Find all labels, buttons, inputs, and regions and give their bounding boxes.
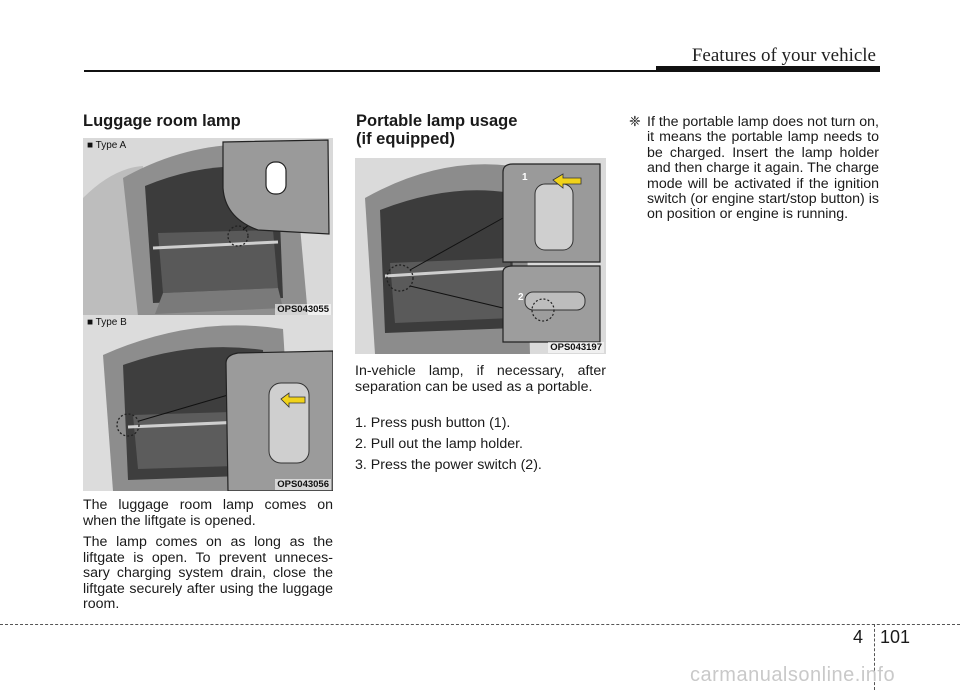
- portable-lamp-figure: 1 2 OPS043197: [355, 158, 606, 354]
- callout-1: 1: [522, 172, 528, 183]
- luggage-lamp-paragraph-2: The lamp comes on as long as the liftgat…: [83, 534, 333, 613]
- type-b-label: ■ Type B: [87, 317, 127, 328]
- figure-code: OPS043056: [275, 479, 331, 490]
- header-rule: [84, 70, 880, 72]
- note-text: If the portable lamp does not turn on, i…: [647, 114, 879, 223]
- type-b-figure: ■ Type B OPS043056: [83, 315, 333, 491]
- figure-code: OPS043197: [548, 342, 604, 353]
- section-title: Features of your vehicle: [691, 45, 876, 66]
- portable-lamp-step-3: 3. Press the power switch (2).: [355, 457, 542, 473]
- portable-lamp-heading: Portable lamp usage (if equipped): [356, 112, 517, 148]
- portable-lamp-heading-line1: Portable lamp usage: [356, 112, 518, 130]
- portable-lamp-paragraph: In-vehicle lamp, if necessary, after sep…: [355, 363, 606, 395]
- note-symbol: ❈: [629, 114, 641, 130]
- luggage-lamp-heading: Luggage room lamp: [83, 112, 241, 130]
- portable-lamp-heading-line2: (if equipped): [356, 130, 455, 148]
- callout-2: 2: [518, 292, 524, 303]
- chapter-number: 4: [853, 627, 864, 647]
- portable-lamp-step-2: 2. Pull out the lamp holder.: [355, 436, 523, 452]
- page-number: 101: [880, 627, 911, 647]
- header-rule-accent: [656, 66, 880, 71]
- type-a-label: ■ Type A: [87, 140, 127, 151]
- figure-code: OPS043055: [275, 304, 331, 315]
- luggage-lamp-paragraph-1: The luggage room lamp comes on when the …: [83, 497, 333, 529]
- portable-lamp-step-1: 1. Press push button (1).: [355, 415, 511, 431]
- watermark: carmanualsonline.info: [690, 664, 896, 686]
- type-a-figure: ■ Type A OPS043055: [83, 138, 333, 316]
- footer-rule: [0, 624, 960, 625]
- footer-divider: [874, 624, 875, 690]
- charging-note: ❈ If the portable lamp does not turn on,…: [629, 114, 879, 223]
